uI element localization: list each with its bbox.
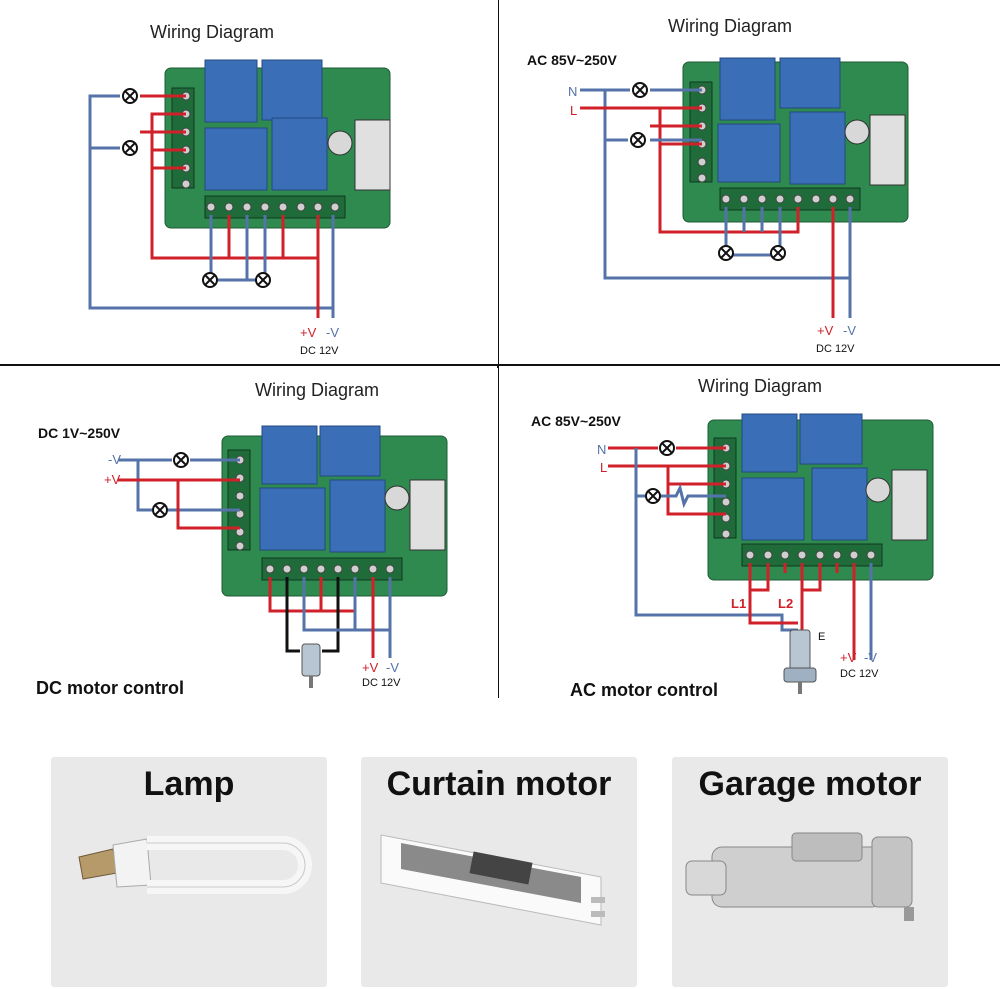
dc-supply-label: DC 12V [300,345,339,357]
plus-v-label: +V [840,650,857,665]
neutral-label: N [568,84,577,99]
receiver-module [354,119,391,191]
diagram-3-svg: Wiring Diagram DC 1V~250V -V +V [36,380,448,698]
lamp-symbols [645,440,675,504]
terminal-block-left [171,87,195,189]
minus-v-label: -V [843,323,856,338]
minus-v-label: -V [326,325,339,340]
neutral-label: N [597,442,606,457]
curtain-motor-card: Curtain motor [361,757,637,987]
live-label: L [570,103,577,118]
diagram-title: Wiring Diagram [698,376,822,396]
lamp-symbols [152,452,189,518]
capacitor [327,130,353,156]
curtain-motor-icon [380,834,605,926]
dc-supply-label: DC 12V [816,343,855,355]
card-title: Lamp [143,765,235,803]
terminal-block-bottom [204,195,346,219]
dc-supply-label: DC 12V [362,677,401,689]
input-plus-label: +V [104,472,121,487]
relay-board [164,59,391,229]
horizontal-divider [0,364,1000,366]
relay-4 [271,117,328,191]
earth-label: E [818,631,825,643]
supply-label: AC 85V~250V [531,413,622,429]
supply-label: DC 1V~250V [38,425,121,441]
garage-motor-icon [685,832,914,921]
relay-3 [204,127,268,191]
dc-motor-caption: DC motor control [36,678,184,698]
relay-2 [261,59,323,121]
lamp-symbols [122,88,271,288]
ac-motor-caption: AC motor control [570,680,718,700]
live-label: L [600,460,607,475]
wiring-diagram-lamps-dc: Wiring Diagram +V -V DC 1 [0,0,498,364]
diagram-title: Wiring Diagram [150,22,274,42]
relay-board [682,57,909,223]
diagram-title: Wiring Diagram [668,16,792,36]
diagram-title: Wiring Diagram [255,380,379,400]
lamp-icon [78,836,312,894]
supply-label: AC 85V~250V [527,52,618,68]
plus-v-label: +V [817,323,834,338]
garage-motor-card: Garage motor [672,757,948,987]
relay-board [221,425,448,597]
plus-v-label: +V [300,325,317,340]
diagram-1-svg: Wiring Diagram +V -V DC 1 [88,22,391,357]
wiring-diagram-ac-motor: Wiring Diagram AC 85V~250V N L L1 [500,368,1000,700]
card-title: Garage motor [698,765,922,803]
dc-supply-label: DC 12V [840,668,879,680]
lamp-card: Lamp [51,757,327,987]
relay-board [707,413,934,581]
l2-label: L2 [778,596,793,611]
lamp-symbols [630,82,786,261]
vertical-divider [497,0,499,698]
wiring-diagram-lamps-ac: Wiring Diagram AC 85V~250V N L [500,0,1000,364]
minus-v-label: -V [386,660,399,675]
relay-1 [204,59,258,123]
diagram-2-svg: Wiring Diagram AC 85V~250V N L [527,16,909,355]
input-minus-label: -V [108,452,121,467]
diagram-4-svg: Wiring Diagram AC 85V~250V N L L1 [531,376,934,700]
dc-motor-icon [301,643,321,688]
ac-motor-icon [783,629,817,694]
l1-label: L1 [731,596,746,611]
minus-v-label: -V [864,650,877,665]
plus-v-label: +V [362,660,379,675]
card-title: Curtain motor [386,765,612,803]
wiring-diagram-dc-motor: Wiring Diagram DC 1V~250V -V +V [0,368,498,698]
